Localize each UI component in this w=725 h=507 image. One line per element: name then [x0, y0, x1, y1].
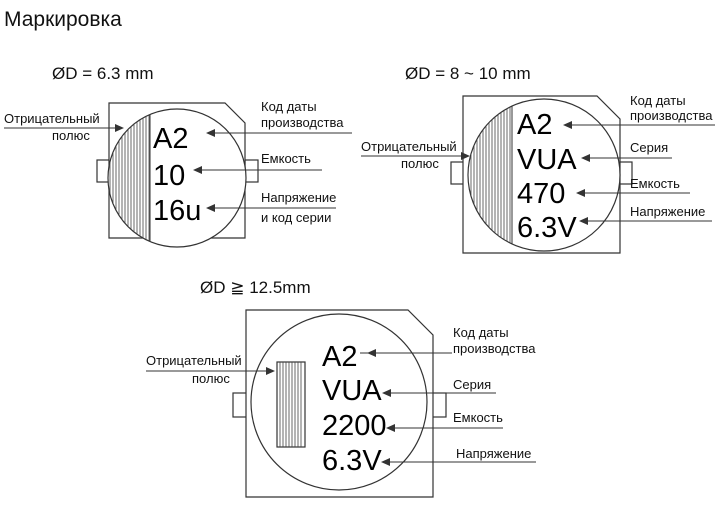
- capacitor-can: [107, 108, 247, 248]
- arrow-capacitance: [576, 189, 585, 197]
- terminal-right: [431, 392, 447, 418]
- label-date-code: Код даты: [630, 93, 686, 108]
- marking-line-date-code: A2: [517, 109, 552, 141]
- capacitor-diagram-12-5mm: ØD ≧ 12.5mm A2 VUA 2200 6.3V Отрицательн…: [146, 278, 536, 498]
- label-voltage: Напряжение: [630, 204, 705, 219]
- label-capacitance: Емкость: [630, 176, 680, 191]
- label-negative-pole: Отрицательный: [146, 353, 242, 368]
- label-negative-pole-line2: полюс: [52, 128, 90, 143]
- marking-line-voltage: 6.3V: [517, 212, 577, 244]
- negative-pole-block: [276, 361, 306, 448]
- capacitor-diagram-6-3mm: ØD = 6.3 mm A2 10 16u Отрицательный: [4, 64, 352, 248]
- label-voltage: Напряжение: [456, 446, 531, 461]
- arrow-date-code: [206, 129, 215, 137]
- label-series: Серия: [630, 140, 668, 155]
- label-voltage-series: Напряжение: [261, 190, 336, 205]
- terminal-right: [244, 159, 259, 183]
- marking-line-capacitance: 470: [517, 178, 565, 210]
- marking-line-date-code: A2: [322, 341, 357, 373]
- negative-pole-hatch: [279, 362, 302, 447]
- arrow-voltage: [579, 217, 588, 225]
- arrow-negative-pole: [266, 367, 275, 375]
- label-date-code-line2: производства: [261, 115, 344, 130]
- marking-line-series: VUA: [322, 375, 382, 407]
- arrow-voltage-series: [206, 204, 215, 212]
- label-date-code: Код даты: [453, 325, 509, 340]
- marking-line-voltage: 6.3V: [322, 445, 382, 477]
- arrow-negative-pole: [461, 152, 470, 160]
- label-negative-pole: Отрицательный: [4, 111, 100, 126]
- label-voltage-series-line2: и код серии: [261, 210, 331, 225]
- size-label: ØD = 8 ~ 10 mm: [405, 64, 531, 83]
- label-negative-pole: Отрицательный: [361, 139, 457, 154]
- arrow-series: [581, 154, 590, 162]
- marking-line-capacitance: 10: [153, 160, 185, 192]
- size-label: ØD ≧ 12.5mm: [200, 278, 311, 297]
- label-negative-pole-line2: полюс: [192, 371, 230, 386]
- label-capacitance: Емкость: [453, 410, 503, 425]
- arrow-capacitance: [193, 166, 202, 174]
- arrow-date-code: [563, 121, 572, 129]
- size-label: ØD = 6.3 mm: [52, 64, 154, 83]
- arrow-negative-pole: [115, 124, 124, 132]
- marking-line-series: VUA: [517, 144, 577, 176]
- page-title: Маркировка: [4, 8, 122, 31]
- label-capacitance: Емкость: [261, 151, 311, 166]
- label-series: Серия: [453, 377, 491, 392]
- terminal-left: [450, 161, 465, 185]
- capacitor-diagram-8-10mm: ØD = 8 ~ 10 mm A2 VUA 470 6.3V Отрицател…: [361, 64, 715, 254]
- label-date-code-line2: производства: [630, 108, 713, 123]
- label-date-code-line2: производства: [453, 341, 536, 356]
- label-date-code: Код даты: [261, 99, 317, 114]
- terminal-left: [232, 392, 248, 418]
- marking-line-date-code: A2: [153, 123, 188, 155]
- arrow-date-code: [367, 349, 376, 357]
- label-negative-pole-line2: полюс: [401, 156, 439, 171]
- arrow-series: [382, 389, 391, 397]
- marking-line-capacitance: 2200: [322, 410, 387, 442]
- arrow-voltage: [381, 458, 390, 466]
- marking-line-voltage: 16u: [153, 195, 201, 227]
- arrow-capacitance: [386, 424, 395, 432]
